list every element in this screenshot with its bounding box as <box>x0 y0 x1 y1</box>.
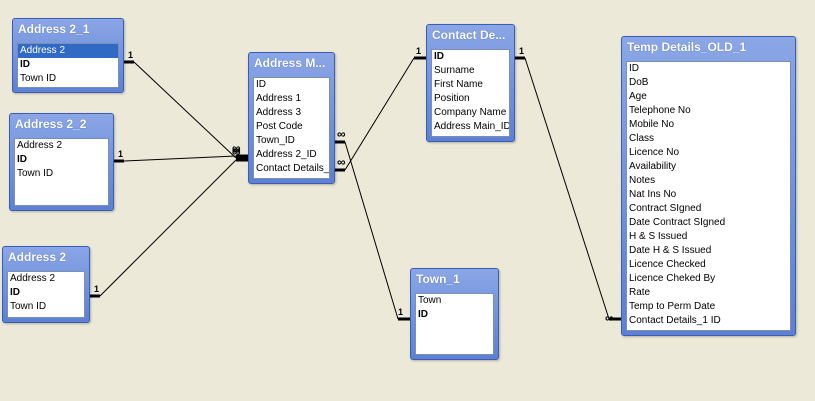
relationship-line[interactable]: 1∞ <box>513 46 621 325</box>
relationship-line[interactable]: 1∞ <box>112 141 248 163</box>
relationship-line[interactable]: 1∞ <box>88 145 248 298</box>
table-title[interactable]: Contact De... <box>432 28 506 42</box>
field-item[interactable]: Temp to Perm Date <box>629 301 716 312</box>
field-item[interactable]: Address 3 <box>256 107 302 118</box>
table-title[interactable]: Address M... <box>254 56 326 70</box>
table-title[interactable]: Address 2 <box>8 250 67 264</box>
field-item[interactable]: Notes <box>629 175 656 186</box>
field-item[interactable]: First Name <box>434 79 483 90</box>
field-item[interactable]: Licence No <box>629 147 680 158</box>
field-item[interactable]: Position <box>434 93 470 104</box>
field-item[interactable]: ID <box>629 63 639 74</box>
table-addrmain[interactable]: Address M... ID Address 1 Address 3 Post Cod… <box>248 52 335 184</box>
cardinality-one-label: 1 <box>94 284 99 294</box>
field-item[interactable]: ID <box>17 154 27 165</box>
cardinality-one-label: 1 <box>416 46 421 56</box>
field-item[interactable]: Address 2_ID <box>256 149 317 160</box>
table-title[interactable]: Town_1 <box>416 272 460 286</box>
table-title[interactable]: Address 2_2 <box>15 117 87 131</box>
field-item[interactable]: Town ID <box>20 73 57 84</box>
field-item[interactable]: Contact Details_1 ID <box>629 315 721 326</box>
field-item[interactable]: Surname <box>434 65 475 76</box>
field-item[interactable]: Rate <box>629 287 651 298</box>
cardinality-one-label: 1 <box>118 149 123 159</box>
field-item[interactable]: Address 2 <box>17 140 63 151</box>
field-item[interactable]: Town ID <box>17 168 54 179</box>
field-item[interactable]: Address 2 <box>10 273 56 284</box>
field-item[interactable]: Age <box>629 91 647 102</box>
field-item[interactable]: Date H & S Issued <box>629 245 712 256</box>
field-item[interactable]: Town ID <box>10 301 47 312</box>
field-item[interactable]: Post Code <box>256 121 303 132</box>
field-item[interactable]: ID <box>434 51 444 62</box>
relationship-line[interactable]: 1∞ <box>333 127 410 321</box>
field-item[interactable]: Address 1 <box>256 93 302 104</box>
cardinality-many-label: ∞ <box>337 155 345 169</box>
table-title[interactable]: Temp Details_OLD_1 <box>627 40 747 54</box>
relationship-line[interactable]: 1∞ <box>333 46 426 172</box>
cardinality-one-label: 1 <box>398 307 403 317</box>
cardinality-many-label: ∞ <box>605 311 613 325</box>
field-item[interactable]: DoB <box>629 77 649 88</box>
cardinality-many-label: ∞ <box>232 145 240 159</box>
field-list[interactable]: Address 2 ID Town ID <box>14 138 109 206</box>
relationship-line[interactable]: 1∞ <box>122 50 248 160</box>
field-item[interactable]: Class <box>629 133 655 144</box>
cardinality-many-label: ∞ <box>337 127 345 141</box>
field-item[interactable]: Nat Ins No <box>629 189 677 200</box>
table-addr2[interactable]: Address 2 Address 2 ID Town ID <box>2 246 90 323</box>
field-item[interactable]: ID <box>418 309 428 320</box>
field-item[interactable]: Contract SIgned <box>629 203 702 214</box>
field-item[interactable]: Mobile No <box>629 119 675 130</box>
field-item[interactable]: Company Name <box>434 107 507 118</box>
field-item[interactable]: Town <box>418 295 442 306</box>
field-item[interactable]: Town_ID <box>256 135 295 146</box>
field-item[interactable]: Availability <box>629 161 677 172</box>
cardinality-many-label: ∞ <box>232 141 240 155</box>
field-item[interactable]: Address Main_ID <box>434 121 509 132</box>
field-item[interactable]: ID <box>10 287 20 298</box>
field-list[interactable]: Address 2 ID Town ID <box>7 271 85 318</box>
field-item[interactable]: Contact Details_I <box>256 163 329 174</box>
field-item[interactable]: ID <box>20 59 30 70</box>
cardinality-one-label: 1 <box>128 50 133 60</box>
field-item[interactable]: Address 2 <box>18 44 118 58</box>
table-title[interactable]: Address 2_1 <box>18 22 90 36</box>
field-item[interactable]: H & S Issued <box>629 231 688 242</box>
field-item[interactable]: Date Contract SIgned <box>629 217 726 228</box>
field-item[interactable]: Telephone No <box>629 105 691 116</box>
field-item[interactable]: Licence Checked <box>629 259 706 270</box>
field-item[interactable]: ID <box>256 79 266 90</box>
cardinality-many-label: ∞ <box>232 143 240 157</box>
field-item[interactable]: Licence Cheked By <box>629 273 716 284</box>
cardinality-one-label: 1 <box>519 46 524 56</box>
